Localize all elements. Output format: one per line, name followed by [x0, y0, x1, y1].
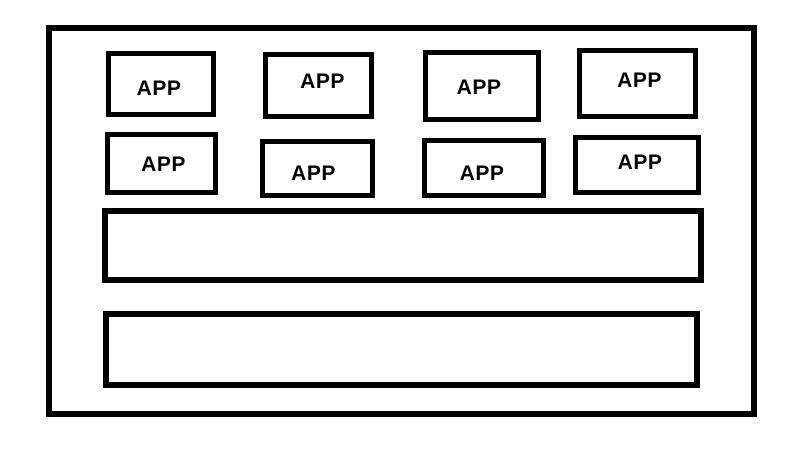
app-box: APP	[573, 135, 701, 195]
app-label: APP	[291, 162, 336, 185]
app-label: APP	[141, 153, 186, 176]
app-box: APP	[105, 132, 218, 195]
app-label: APP	[300, 70, 345, 93]
app-box: APP	[263, 52, 374, 119]
app-label: APP	[136, 76, 182, 100]
layer-bar	[102, 208, 704, 283]
app-box: APP	[423, 50, 541, 122]
app-label: APP	[617, 69, 662, 92]
app-label: APP	[456, 75, 502, 99]
app-box: APP	[422, 138, 546, 198]
app-box: APP	[260, 139, 375, 198]
layer-bar	[103, 311, 700, 388]
app-label: APP	[617, 150, 663, 174]
app-box: APP	[106, 51, 216, 117]
app-box: APP	[577, 48, 698, 119]
app-label: APP	[459, 161, 505, 185]
